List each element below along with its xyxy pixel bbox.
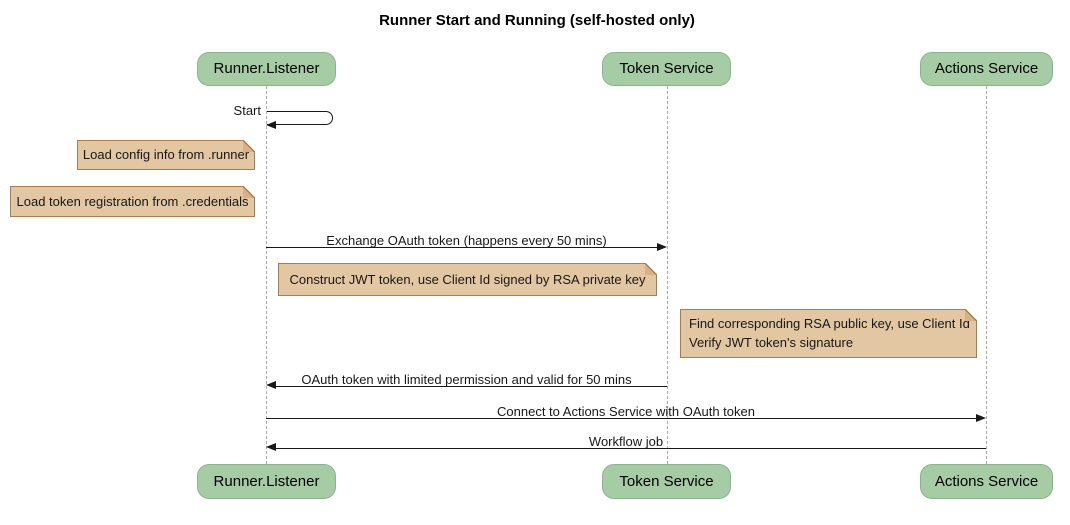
arrowhead-left-icon: [266, 443, 276, 451]
message-start-label: Start: [233, 103, 261, 118]
self-message-loop: [267, 111, 333, 125]
arrowhead-right-icon: [976, 414, 986, 422]
note-verify-jwt-line1: Find corresponding RSA public key, use C…: [689, 316, 970, 331]
message-oauth-return-label: OAuth token with limited permission and …: [301, 372, 632, 387]
participant-top-actions-service: Actions Service: [920, 52, 1053, 86]
note-fold-icon: [243, 186, 255, 198]
arrowhead-left-icon: [266, 381, 276, 389]
participant-bottom-actions-service: Actions Service: [920, 464, 1053, 499]
message-connect-line: [266, 418, 977, 419]
note-load-config-text: Load config info from .runner: [82, 147, 250, 162]
message-workflow-job-label: Workflow job: [588, 434, 664, 449]
participant-top-token-service: Token Service: [602, 52, 731, 86]
message-connect-label: Connect to Actions Service with OAuth to…: [497, 404, 755, 419]
lifeline-token-service: [667, 86, 668, 464]
note-load-token-registration-text: Load token registration from .credential…: [16, 194, 249, 209]
lifeline-actions-service: [986, 86, 987, 464]
note-verify-jwt: Find corresponding RSA public key, use C…: [680, 309, 977, 358]
note-load-token-registration: Load token registration from .credential…: [10, 186, 255, 217]
participant-top-runner-listener: Runner.Listener: [197, 52, 336, 86]
note-fold-icon: [965, 309, 977, 321]
arrowhead-left-icon: [266, 121, 276, 129]
message-exchange-oauth-line: [266, 247, 658, 248]
participant-bottom-runner-listener: Runner.Listener: [197, 464, 336, 499]
message-exchange-oauth-label: Exchange OAuth token (happens every 50 m…: [326, 233, 607, 248]
note-fold-icon: [645, 263, 657, 275]
message-oauth-return-line: [275, 386, 667, 387]
note-construct-jwt-text: Construct JWT token, use Client Id signe…: [289, 272, 646, 287]
note-fold-icon: [243, 140, 255, 152]
message-workflow-job-line: [275, 448, 986, 449]
participant-bottom-token-service: Token Service: [602, 464, 731, 499]
diagram-title: Runner Start and Running (self-hosted on…: [379, 12, 695, 29]
arrowhead-right-icon: [657, 243, 667, 251]
note-load-config: Load config info from .runner: [77, 140, 255, 170]
note-construct-jwt: Construct JWT token, use Client Id signe…: [278, 263, 657, 296]
lifeline-runner-listener: [266, 86, 267, 464]
note-verify-jwt-line2: Verify JWT token's signature: [689, 335, 854, 350]
